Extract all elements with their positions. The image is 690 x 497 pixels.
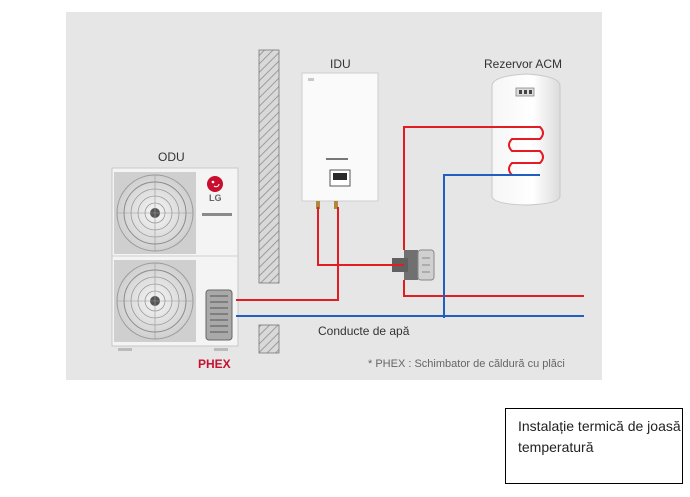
tank-label: Rezervor ACM [484,57,563,71]
odu-label: ODU [158,150,185,164]
idu-unit [301,72,379,209]
lg-logo-text: LG [209,193,222,203]
hot-water-lines [236,126,584,301]
fan-lower [114,260,196,342]
phex-exchanger [205,289,233,341]
cold-water-lines [236,174,584,318]
idu-label: IDU [330,57,351,71]
phex-label: PHEX [198,357,231,371]
odu-unit: LG [111,167,239,351]
pipes-label: Conducte de apă [318,324,410,338]
lg-logo-icon: LG [207,176,223,203]
note-box: Instalație termică de joasă temperatură [505,408,683,484]
note-text: Instalație termică de joasă temperatură [518,418,681,455]
fan-upper [114,172,196,254]
phex-footnote: * PHEX : Schimbator de căldură cu plăci [368,358,565,370]
pump-valve [392,249,435,281]
wall [258,49,280,354]
